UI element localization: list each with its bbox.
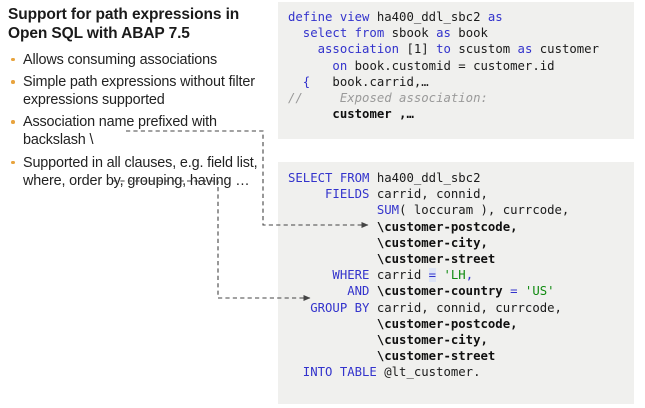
code-token: \customer-street bbox=[376, 349, 496, 364]
bullet-dot-icon bbox=[11, 57, 15, 62]
code-token: [1] bbox=[406, 42, 437, 57]
code-line: \customer-postcode, bbox=[288, 316, 634, 332]
code-token: SUM bbox=[376, 203, 400, 218]
code-token: \customer-city, bbox=[376, 332, 488, 347]
code-token: = bbox=[428, 268, 437, 283]
code-line: WHERE carrid = 'LH, bbox=[288, 267, 634, 283]
code-line: AND \customer-country = 'US' bbox=[288, 283, 634, 299]
code-token: ha400_ddl_sbc2 bbox=[376, 171, 481, 185]
code-token: as bbox=[436, 26, 459, 41]
code-token: // bbox=[288, 90, 303, 105]
code-token bbox=[288, 317, 377, 331]
code-line: \customer-street bbox=[288, 251, 634, 267]
bullet-dot-icon bbox=[11, 79, 15, 84]
code-token: book bbox=[458, 26, 488, 41]
list-item: Supported in all clauses, e.g. field lis… bbox=[6, 154, 274, 190]
code-line: // Exposed association: bbox=[288, 90, 634, 106]
code-token: , bbox=[465, 268, 474, 283]
code-token: as bbox=[517, 42, 540, 57]
list-item: Association name prefixed with backslash… bbox=[6, 113, 274, 149]
code-token: carrid, connid, currcode, bbox=[376, 300, 562, 315]
code-token bbox=[288, 107, 332, 121]
code-token: association bbox=[288, 42, 407, 57]
list-item-label: Simple path expressions without filter e… bbox=[23, 73, 255, 109]
code-token: SELECT FROM bbox=[288, 171, 377, 185]
bullet-dot-icon bbox=[11, 120, 15, 124]
code-token bbox=[288, 333, 377, 347]
code-token: Exposed association: bbox=[302, 90, 488, 105]
code-token: \customer-country bbox=[376, 284, 511, 299]
code-line: { book.carrid,… bbox=[288, 74, 634, 90]
code-token: to bbox=[436, 42, 459, 57]
slide-left-panel: Support for path expressions in Open SQL… bbox=[6, 6, 274, 194]
code-token: as bbox=[487, 10, 503, 24]
code-line: \customer-city, bbox=[288, 332, 634, 348]
code-line: customer ,… bbox=[288, 106, 634, 122]
code-token: FIELDS bbox=[288, 187, 377, 202]
code-token: sbook bbox=[391, 26, 437, 41]
code-line: on book.customid = customer.id bbox=[288, 58, 634, 74]
list-item-label: Supported in all clauses, e.g. field lis… bbox=[23, 154, 258, 189]
code-token: \customer-street bbox=[376, 251, 496, 266]
code-token: AND bbox=[288, 284, 377, 299]
code-token bbox=[288, 220, 377, 234]
code-token: book.carrid,… bbox=[310, 74, 429, 89]
cds-ddl-code-block: define view ha400_ddl_sbc2 as select fro… bbox=[278, 2, 634, 139]
code-line: define view ha400_ddl_sbc2 as bbox=[288, 9, 634, 25]
code-token: = bbox=[510, 284, 525, 299]
code-line: INTO TABLE @lt_customer. bbox=[288, 364, 634, 380]
code-token: customer bbox=[539, 42, 599, 57]
code-line: GROUP BY carrid, connid, currcode, bbox=[288, 300, 634, 316]
list-item-label: Allows consuming associations bbox=[23, 51, 218, 68]
code-token: 'US' bbox=[524, 284, 555, 299]
code-token: 'LH bbox=[443, 268, 466, 283]
code-token: \customer-postcode, bbox=[376, 316, 518, 331]
code-token: select from bbox=[288, 26, 392, 41]
code-token: WHERE bbox=[288, 268, 377, 283]
code-token: customer ,… bbox=[332, 107, 414, 122]
code-token: @lt_customer. bbox=[384, 365, 481, 380]
code-token: book.customid = customer.id bbox=[354, 58, 555, 73]
code-token: { bbox=[288, 74, 311, 89]
page-title: Support for path expressions in Open SQL… bbox=[8, 6, 240, 42]
list-item: Allows consuming associations bbox=[6, 51, 274, 69]
code-line: SELECT FROM ha400_ddl_sbc2 bbox=[288, 170, 634, 186]
code-token: INTO TABLE bbox=[288, 365, 385, 380]
code-token: \customer-postcode, bbox=[376, 219, 518, 234]
code-token: ha400_ddl_sbc2 bbox=[376, 10, 488, 24]
code-token: on bbox=[288, 58, 355, 73]
code-token: scustom bbox=[458, 42, 518, 57]
code-token: GROUP BY bbox=[288, 300, 377, 315]
code-line: FIELDS carrid, connid, bbox=[288, 186, 634, 202]
code-token: \customer-city, bbox=[376, 235, 488, 250]
list-item: Simple path expressions without filter e… bbox=[6, 73, 274, 109]
code-line: \customer-street bbox=[288, 348, 634, 364]
code-token bbox=[288, 252, 377, 266]
code-token: carrid bbox=[376, 268, 429, 283]
code-token: ( loccuram ), currcode, bbox=[399, 203, 570, 218]
list-item-label: Association name prefixed with backslash… bbox=[23, 114, 217, 149]
bullet-list: Allows consuming associations Simple pat… bbox=[6, 51, 274, 190]
code-token: carrid, connid, bbox=[376, 187, 488, 202]
code-token bbox=[288, 349, 377, 363]
open-sql-code-block: SELECT FROM ha400_ddl_sbc2 FIELDS carrid… bbox=[278, 162, 634, 404]
code-line: association [1] to scustom as customer bbox=[288, 41, 634, 57]
code-line: select from sbook as book bbox=[288, 25, 634, 41]
code-token: define view bbox=[288, 10, 377, 24]
bullet-dot-icon bbox=[11, 160, 15, 165]
code-token bbox=[288, 203, 377, 217]
code-line: \customer-postcode, bbox=[288, 219, 634, 235]
code-line: SUM( loccuram ), currcode, bbox=[288, 202, 634, 218]
code-line: \customer-city, bbox=[288, 235, 634, 251]
code-token bbox=[288, 236, 377, 250]
